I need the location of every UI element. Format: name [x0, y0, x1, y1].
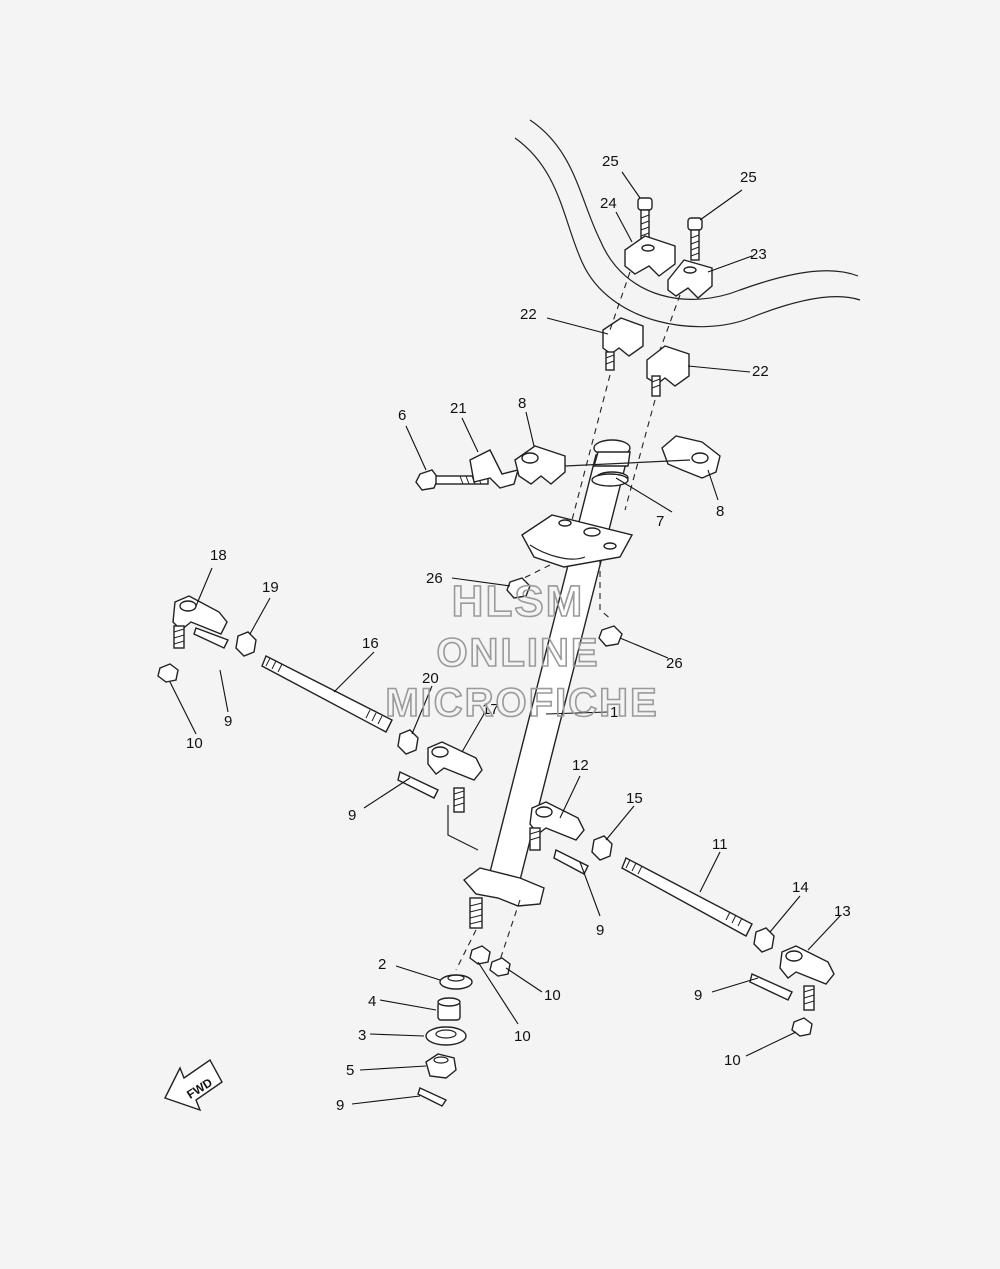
bolt-25-left — [637, 197, 653, 241]
callout-10: 10 — [724, 1052, 741, 1069]
callout-23: 23 — [750, 246, 767, 263]
tie-rod-end-18 — [172, 595, 228, 649]
lower-holder-22-right — [646, 345, 690, 397]
holder-8-right — [661, 435, 721, 479]
callout-4: 4 — [368, 993, 376, 1010]
callout-26: 26 — [426, 570, 443, 587]
collar-7 — [591, 473, 629, 487]
callout-25: 25 — [602, 153, 619, 170]
cotter-pin-9-right — [749, 973, 793, 1001]
callout-13: 13 — [834, 903, 851, 920]
nut-26-right — [598, 625, 623, 647]
callout-15: 15 — [626, 790, 643, 807]
callout-10: 10 — [186, 735, 203, 752]
tie-rod-end-12 — [529, 801, 585, 851]
watermark-line-1: HLSM — [452, 577, 585, 626]
callout-20: 20 — [422, 670, 439, 687]
cotter-pin-9-left — [193, 627, 229, 649]
column-holder-plate — [521, 514, 634, 568]
nut-10-left — [157, 663, 179, 683]
callout-6: 6 — [398, 407, 406, 424]
callout-1: 1 — [610, 704, 618, 721]
watermark-line-2: ONLINE — [436, 631, 599, 675]
callout-25: 25 — [740, 169, 757, 186]
callout-9: 9 — [224, 713, 232, 730]
nut-19 — [235, 631, 257, 657]
bolt-25-right — [687, 217, 703, 261]
upper-holder-24 — [624, 235, 676, 277]
leader-lines — [169, 171, 841, 1105]
nut-15 — [591, 835, 613, 861]
callout-22: 22 — [520, 306, 537, 323]
callout-8: 8 — [716, 503, 724, 520]
callout-26: 26 — [666, 655, 683, 672]
nut-10-bottom-a — [469, 945, 491, 965]
nut-5 — [425, 1053, 457, 1079]
lower-holder-22-left — [602, 317, 644, 371]
callout-24: 24 — [600, 195, 617, 212]
nut-14 — [753, 927, 775, 953]
callout-22: 22 — [752, 363, 769, 380]
tie-rod-end-17 — [427, 741, 483, 813]
handlebar — [514, 119, 861, 328]
callout-18: 18 — [210, 547, 227, 564]
callout-21: 21 — [450, 400, 467, 417]
nut-26-left — [506, 577, 531, 599]
callout-8: 8 — [518, 395, 526, 412]
collar-4 — [437, 997, 461, 1021]
upper-holder-23 — [667, 259, 713, 299]
callout-12: 12 — [572, 757, 589, 774]
watermark: HLSM ONLINE MICROFICHE — [385, 576, 658, 726]
callout-16: 16 — [362, 635, 379, 652]
callout-10: 10 — [514, 1028, 531, 1045]
callout-labels: 25 25 24 23 22 22 6 21 8 7 8 18 19 26 26… — [186, 153, 851, 1114]
callout-7: 7 — [656, 513, 664, 530]
callout-11: 11 — [712, 836, 728, 853]
callout-2: 2 — [378, 956, 386, 973]
nut-10-bottom-b — [489, 957, 511, 977]
pitman-arm — [462, 867, 545, 929]
callout-19: 19 — [262, 579, 279, 596]
nut-20 — [397, 729, 419, 755]
tie-rod-16 — [261, 655, 393, 733]
cotter-pin-9-bottom — [417, 1087, 448, 1107]
callout-9: 9 — [348, 807, 356, 824]
callout-9: 9 — [596, 922, 604, 939]
callout-9: 9 — [336, 1097, 344, 1114]
tie-rod-end-13 — [779, 945, 835, 1011]
fwd-arrow-icon: FWD — [164, 1058, 223, 1112]
holder-8-left — [514, 445, 566, 485]
nut-10-right — [791, 1017, 813, 1037]
watermark-line-3: MICROFICHE — [385, 681, 658, 725]
bolt-6 — [415, 469, 489, 491]
tie-rod-11 — [621, 857, 753, 937]
callout-3: 3 — [358, 1027, 366, 1044]
callout-14: 14 — [792, 879, 809, 896]
callout-10: 10 — [544, 987, 561, 1004]
cotter-pin-9-mid-left — [397, 771, 439, 799]
bearing-3 — [425, 1026, 467, 1046]
callout-17: 17 — [482, 701, 499, 718]
callout-9: 9 — [694, 987, 702, 1004]
bushing-2 — [439, 974, 473, 990]
callout-5: 5 — [346, 1062, 354, 1079]
bracket-21 — [469, 449, 520, 489]
